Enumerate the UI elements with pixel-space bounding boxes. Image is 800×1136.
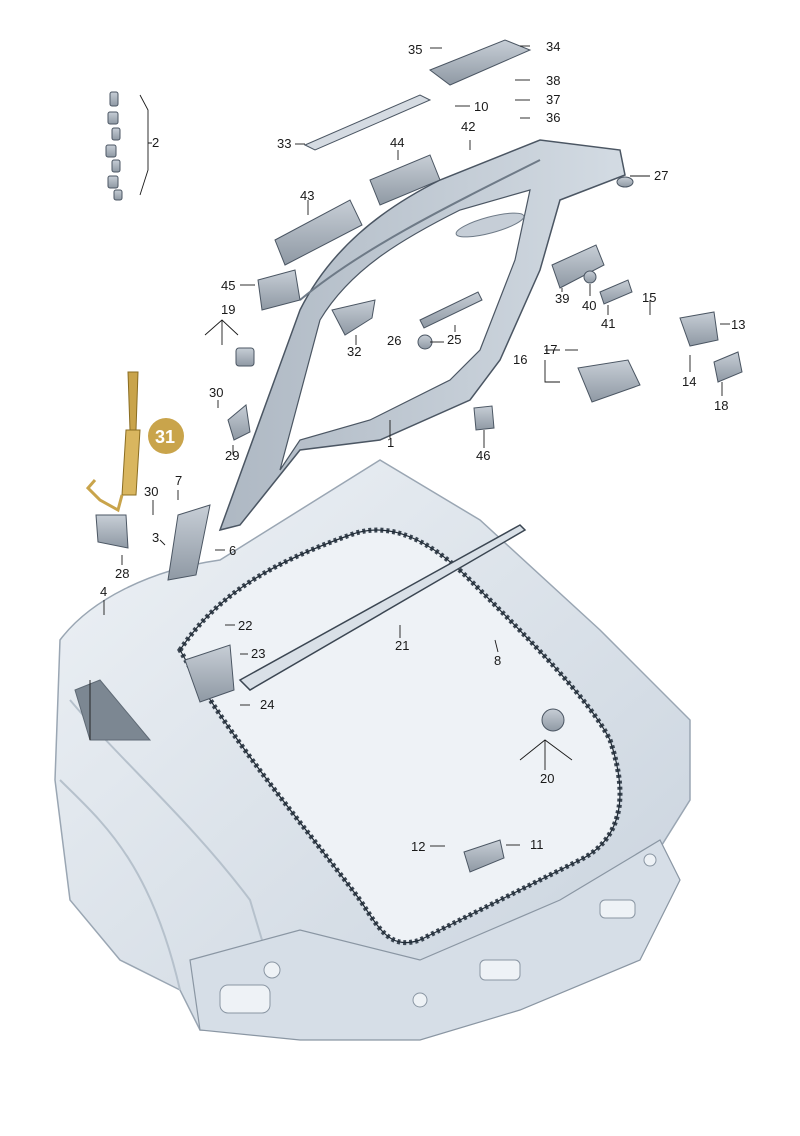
label-43: 43: [300, 188, 314, 203]
label-32: 32: [347, 344, 361, 359]
label-23: 23: [251, 646, 265, 661]
label-11: 11: [530, 837, 544, 852]
label-46: 46: [476, 448, 490, 463]
label-24: 24: [260, 697, 274, 712]
label-25: 25: [447, 332, 461, 347]
label-34: 34: [546, 39, 560, 54]
label-30b: 30: [144, 484, 158, 499]
label-42: 42: [461, 119, 475, 134]
label-45: 45: [221, 278, 235, 293]
label-6: 6: [229, 543, 236, 558]
label-26: 26: [387, 333, 401, 348]
label-44: 44: [390, 135, 404, 150]
label-22: 22: [238, 618, 252, 633]
screw-set: [105, 91, 123, 201]
label-31: 31: [155, 427, 175, 447]
label-13: 13: [731, 317, 745, 332]
label-16: 16: [513, 352, 527, 367]
label-2: 2: [152, 135, 159, 150]
label-17: 17: [543, 342, 557, 357]
label-41: 41: [601, 316, 615, 331]
label-20: 20: [540, 771, 554, 786]
label-8: 8: [494, 653, 501, 668]
label-21: 21: [395, 638, 409, 653]
label-29: 29: [225, 448, 239, 463]
label-37: 37: [546, 92, 560, 107]
label-19: 19: [221, 302, 235, 317]
label-7: 7: [175, 473, 182, 488]
sealing-strip: [238, 524, 527, 691]
label-27: 27: [654, 168, 668, 183]
label-15: 15: [642, 290, 656, 305]
gas-strut-highlight: [85, 371, 184, 513]
leader-lines: [89, 45, 730, 847]
small-parts: [95, 39, 743, 873]
label-14: 14: [682, 374, 696, 389]
callout-labels: 1 2 3 4 6 7 8 10 11 12 13 14 15 16 17 18…: [100, 39, 745, 854]
label-30a: 30: [209, 385, 223, 400]
car-body: [54, 459, 691, 1041]
label-1: 1: [387, 435, 394, 450]
label-10: 10: [474, 99, 488, 114]
label-35: 35: [408, 42, 422, 57]
label-3: 3: [152, 530, 159, 545]
label-12: 12: [411, 839, 425, 854]
label-18: 18: [714, 398, 728, 413]
label-36: 36: [546, 110, 560, 125]
label-33: 33: [277, 136, 291, 151]
label-39: 39: [555, 291, 569, 306]
label-38: 38: [546, 73, 560, 88]
label-40: 40: [582, 298, 596, 313]
label-4: 4: [100, 584, 107, 599]
label-28: 28: [115, 566, 129, 581]
